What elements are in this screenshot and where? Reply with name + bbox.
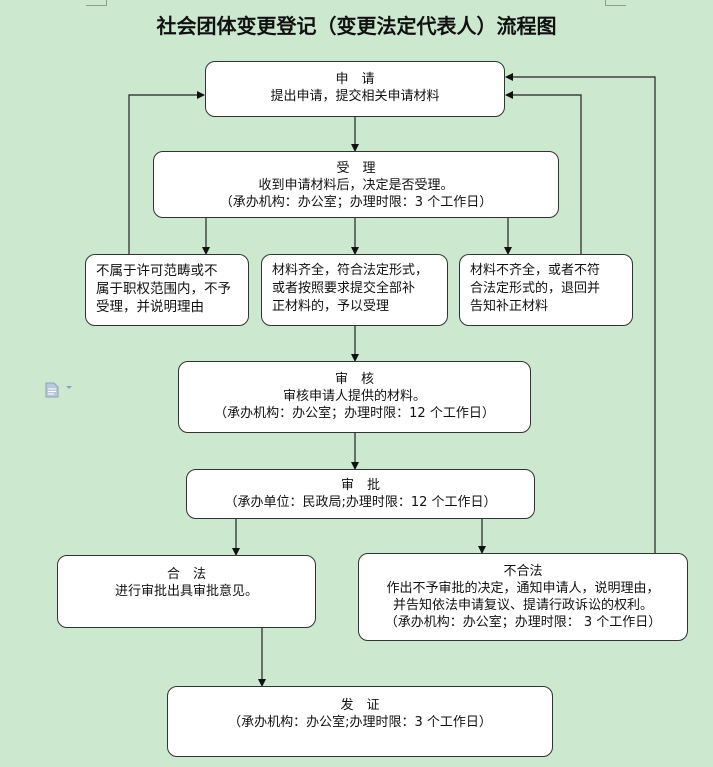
node-illegal-line-2: 并告知依法申请复议、提请行政诉讼的权利。 [392, 598, 653, 613]
node-accept-text: 收到申请材料后，决定是否受理。 [258, 178, 454, 193]
node-certificate-title: 发 证 [340, 698, 380, 713]
node-complete-line-2: 或者按照要求提交全部补 [272, 281, 416, 296]
node-apply-title: 申 请 [335, 72, 375, 87]
node-accept: 受 理 收到申请材料后，决定是否受理。 （承办机构：办公室；办理时限：3 个工作… [153, 151, 559, 218]
node-illegal: 不合法 作出不予审批的决定，通知申请人，说明理由， 并告知依法申请复议、提请行政… [358, 553, 688, 641]
node-certificate: 发 证 （承办机构：办公室;办理时限：3 个工作日） [167, 686, 553, 757]
arrow-reject-scope-to-apply [128, 91, 205, 254]
node-approve-title: 审 批 [340, 478, 380, 493]
node-reject-scope-line-3: 受理，并说明理由 [96, 299, 204, 315]
node-illegal-line-1: 作出不予审批的决定，通知申请人，说明理由， [386, 581, 660, 596]
document-icon[interactable] [45, 382, 59, 398]
node-illegal-title: 不合法 [503, 564, 543, 579]
node-certificate-meta: （承办机构：办公室;办理时限：3 个工作日） [228, 715, 492, 730]
arrow-incomplete-to-apply [505, 91, 582, 254]
node-apply-text: 提出申请，提交相关申请材料 [270, 89, 440, 104]
node-approve-meta: （承办单位：民政局;办理时限：12 个工作日） [224, 495, 497, 510]
page-title: 社会团体变更登记（变更法定代表人）流程图 [156, 14, 557, 38]
node-illegal-meta: （承办机构：办公室；办理时限： 3 个工作日） [384, 615, 662, 630]
node-complete-line-1: 材料齐全，符合法定形式， [272, 263, 429, 278]
node-complete: 材料齐全，符合法定形式， 或者按照要求提交全部补 正材料的，予以受理 [261, 254, 448, 326]
page-corner-mark-right [605, 0, 626, 6]
node-review-text: 审核申请人提供的材料。 [282, 389, 426, 404]
document-menu-caret-icon[interactable] [66, 386, 72, 389]
node-apply: 申 请 提出申请，提交相关申请材料 [205, 61, 505, 117]
node-legal-title: 合 法 [166, 567, 206, 582]
node-review-meta: （承办机构：办公室；办理时限：12 个工作日） [214, 406, 495, 421]
node-incomplete: 材料不齐全，或者不符 合法定形式的，退回并 告知补正材料 [459, 254, 633, 326]
node-approve: 审 批 （承办单位：民政局;办理时限：12 个工作日） [186, 469, 535, 519]
node-accept-meta: （承办机构：办公室；办理时限：3 个工作日） [219, 195, 493, 210]
node-reject-scope-line-1: 不属于许可范畴或不 [96, 263, 218, 279]
node-incomplete-line-1: 材料不齐全，或者不符 [470, 263, 601, 278]
node-accept-title: 受 理 [336, 161, 376, 176]
node-incomplete-line-3: 告知补正材料 [470, 299, 549, 314]
page-corner-mark-left [86, 0, 107, 6]
node-reject-scope: 不属于许可范畴或不 属于职权范围内，不予 受理，并说明理由 [85, 254, 249, 326]
node-review: 审 核 审核申请人提供的材料。 （承办机构：办公室；办理时限：12 个工作日） [178, 361, 531, 433]
node-complete-line-3: 正材料的，予以受理 [272, 299, 390, 314]
node-legal: 合 法 进行审批出具审批意见。 [57, 555, 316, 628]
node-review-title: 审 核 [334, 372, 374, 387]
node-legal-text: 进行审批出具审批意见。 [114, 584, 258, 599]
arrow-illegal-to-apply [505, 73, 656, 553]
node-reject-scope-line-2: 属于职权范围内，不予 [96, 281, 231, 297]
node-incomplete-line-2: 合法定形式的，退回并 [470, 281, 601, 296]
